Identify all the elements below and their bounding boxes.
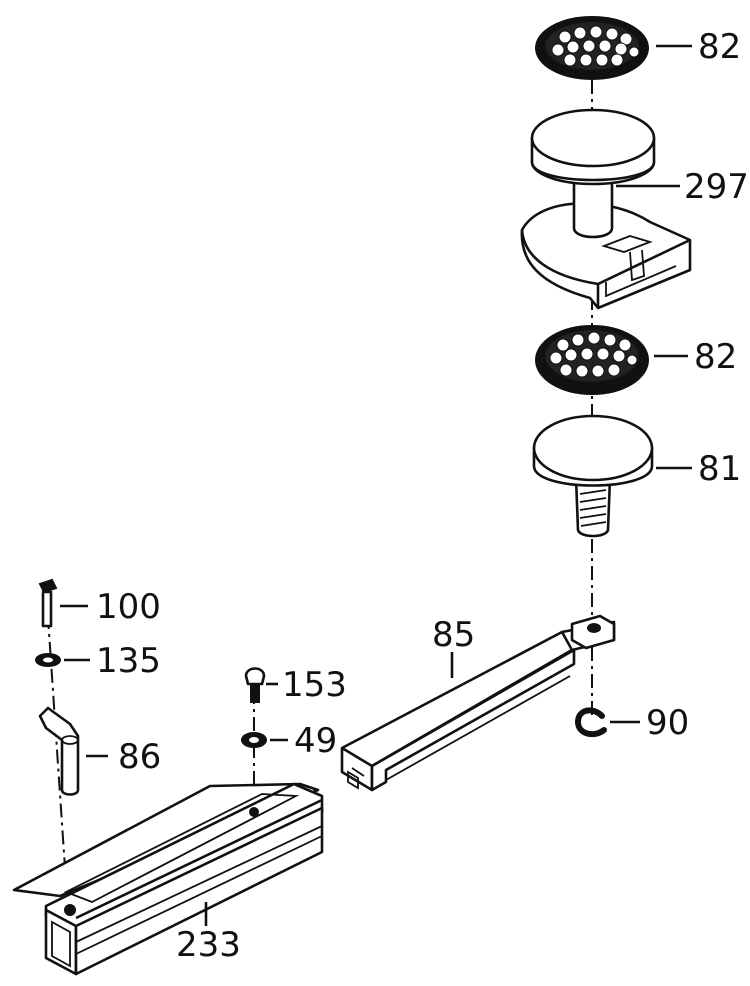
callout-81: 81 xyxy=(698,449,741,489)
callout-153: 153 xyxy=(282,665,347,705)
callout-49: 49 xyxy=(294,721,337,761)
spacer-bracket-297 xyxy=(520,108,692,310)
callout-135: 135 xyxy=(96,641,161,681)
inner-bar-85 xyxy=(340,614,616,792)
callout-82-lower: 82 xyxy=(694,337,737,377)
callout-233: 233 xyxy=(176,925,241,965)
outer-channel-233 xyxy=(12,782,324,976)
washer-135 xyxy=(35,653,61,667)
callout-297: 297 xyxy=(684,167,749,207)
grille-disc-top xyxy=(535,16,649,80)
post-86 xyxy=(38,706,80,796)
assembly-axis-left xyxy=(45,587,69,913)
washer-49 xyxy=(241,732,267,748)
callout-82-top: 82 xyxy=(698,27,741,67)
callout-90: 90 xyxy=(646,703,689,743)
callout-100: 100 xyxy=(96,587,161,627)
disc-foot-81 xyxy=(532,414,654,538)
callout-85: 85 xyxy=(432,615,475,655)
callout-86: 86 xyxy=(118,737,161,777)
grille-disc-lower xyxy=(535,325,649,395)
bolt-100 xyxy=(38,578,58,628)
clip-90 xyxy=(574,707,607,738)
pin-153 xyxy=(244,667,266,703)
